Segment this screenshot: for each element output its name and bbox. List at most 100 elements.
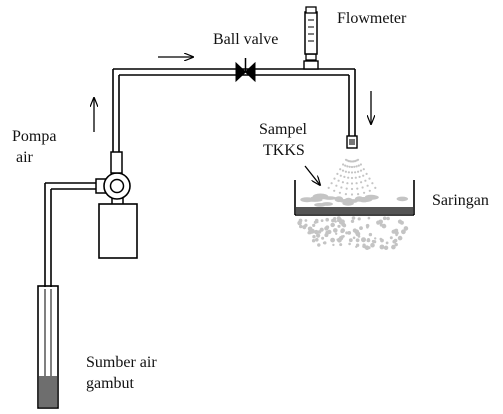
flowmeter (303, 6, 319, 70)
filtered-droplet (321, 236, 325, 240)
spray-droplet (333, 189, 336, 192)
sample-piece (321, 202, 333, 206)
spray-droplet (335, 184, 338, 187)
spray-droplet (362, 168, 365, 171)
filtered-droplet (331, 223, 335, 227)
filtered-droplet (348, 242, 351, 246)
filtered-droplet (374, 237, 377, 240)
filtered-droplet (382, 216, 387, 221)
filtered-droplet (379, 223, 383, 227)
filtered-droplet (314, 229, 319, 235)
spray-droplet (358, 175, 361, 178)
spray-droplet (344, 170, 347, 173)
filtered-droplet (336, 238, 339, 241)
filtered-droplet (337, 224, 341, 228)
spray-droplet (364, 179, 367, 182)
filtered-droplet (339, 243, 343, 247)
sample-label-line1: Sampel (259, 121, 307, 138)
sample-piece (310, 196, 323, 200)
spray-droplet (361, 186, 364, 189)
spray-droplet (344, 193, 347, 196)
sample-piece (300, 197, 314, 203)
spray-nozzle (346, 135, 358, 149)
spray-droplet (374, 186, 377, 189)
filtered-droplet (394, 242, 398, 247)
sample-piece (322, 196, 337, 200)
spray-droplet (333, 177, 336, 180)
filtered-droplet (403, 226, 409, 231)
filtered-droplet (352, 236, 356, 240)
filtered-droplet (365, 223, 370, 228)
filtered-droplet (393, 238, 398, 243)
filtered-droplet (379, 237, 383, 241)
filtered-droplet (367, 246, 371, 250)
spray-droplet (350, 171, 354, 174)
spray-droplet (350, 187, 354, 191)
spray-droplet (353, 165, 356, 168)
spray-droplet (349, 160, 352, 163)
spray-droplet (368, 177, 371, 180)
spray-droplet (365, 172, 368, 175)
filtered-droplet (324, 233, 329, 238)
spray-droplet (360, 181, 363, 184)
filtered-droplet (383, 245, 389, 250)
filtered-droplet (362, 245, 365, 248)
filtered-droplet (334, 220, 337, 223)
sieve-mesh (296, 207, 413, 214)
filtered-droplet (304, 223, 308, 227)
filtered-droplet (395, 233, 398, 237)
spray-droplet (350, 176, 354, 180)
filtered-droplet (332, 243, 335, 247)
pump-label-line2: air (16, 149, 33, 166)
spray-droplet (359, 169, 363, 172)
spray-droplet (341, 169, 345, 172)
filtered-droplet (304, 219, 308, 222)
filtered-droplet (348, 238, 353, 243)
filtered-droplet (394, 228, 399, 233)
sample-piece (342, 201, 354, 206)
filtered-droplet (378, 219, 384, 225)
sample-piece (396, 196, 409, 202)
filtered-droplet (323, 241, 327, 245)
filtered-droplet (338, 219, 344, 225)
filtered-droplet (347, 231, 352, 235)
filtered-droplet (401, 229, 406, 235)
filtered-droplet (313, 220, 317, 224)
spray-droplet (350, 193, 354, 196)
filtered-droplet (368, 232, 373, 237)
spray-droplet (366, 184, 369, 187)
suction-pipe (44, 182, 96, 287)
filtered-droplet (317, 230, 322, 234)
spray-droplet (359, 163, 362, 166)
filtered-droplet (299, 224, 303, 229)
filtered-droplet (391, 244, 396, 250)
filtered-droplet (357, 217, 361, 221)
filtered-droplet (350, 219, 355, 223)
filtered-droplet (385, 241, 389, 245)
peat-water-level (39, 376, 57, 407)
filtered-droplet (315, 238, 319, 242)
spray-droplet (338, 191, 341, 194)
source-label-line2: gambut (86, 375, 134, 392)
filtered-droplet (367, 238, 370, 241)
filtered-droplet (312, 235, 316, 239)
spray-droplet (350, 160, 354, 163)
filtered-droplet (345, 231, 349, 235)
spray-droplet (356, 187, 359, 190)
spray-droplet (327, 186, 330, 189)
filtered-droplet (361, 237, 366, 243)
filtered-droplet (370, 242, 375, 248)
filtered-droplet (333, 228, 338, 233)
filtered-droplet (308, 228, 314, 234)
filtered-droplet (320, 219, 324, 223)
water-source-tube (37, 285, 59, 409)
spray-droplet (357, 193, 360, 196)
tkks-sample (300, 193, 409, 207)
filtered-droplets (297, 216, 409, 250)
filtered-droplet (325, 225, 330, 230)
sample-piece (358, 197, 373, 203)
sieve-tray (294, 180, 415, 216)
spray-droplet (357, 170, 360, 173)
